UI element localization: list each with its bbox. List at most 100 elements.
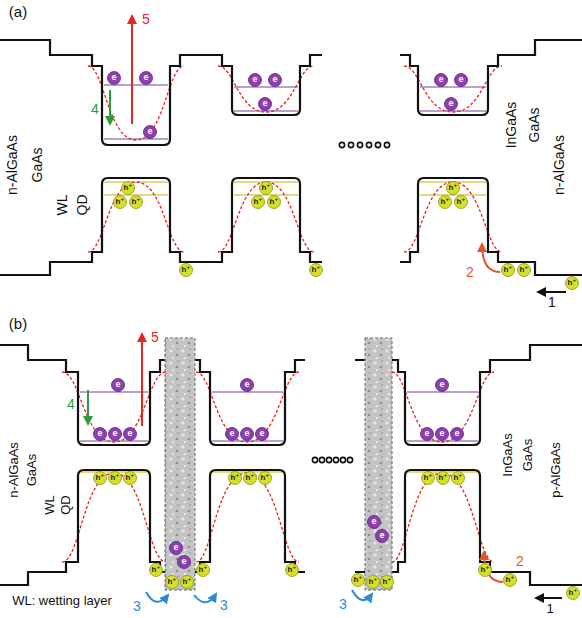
carrier-label: h⁺ bbox=[368, 578, 377, 587]
carrier-label: h⁺ bbox=[382, 578, 391, 587]
carrier-label: h⁺ bbox=[253, 198, 262, 207]
panel-label: (b) bbox=[9, 316, 27, 333]
hole bbox=[94, 472, 107, 485]
carrier-label: e bbox=[111, 73, 116, 83]
carrier-label: e bbox=[379, 531, 384, 541]
barrier-layer bbox=[165, 338, 392, 590]
hole bbox=[197, 564, 210, 577]
callout-number: 3 bbox=[133, 599, 141, 614]
electron bbox=[94, 428, 107, 441]
hole bbox=[455, 196, 468, 209]
electron bbox=[256, 428, 269, 441]
layer-label: QD bbox=[75, 195, 90, 216]
carrier-label: e bbox=[439, 380, 444, 390]
carrier-label: e bbox=[127, 429, 132, 439]
carrier-label: h⁺ bbox=[131, 198, 140, 207]
carrier-label: e bbox=[439, 429, 444, 439]
hole bbox=[367, 576, 380, 589]
wavefunction bbox=[62, 66, 502, 562]
electron bbox=[109, 428, 122, 441]
layer-label: n-AlGaAs bbox=[5, 135, 20, 195]
electron bbox=[170, 542, 183, 555]
hole bbox=[422, 472, 435, 485]
carrier-label: h⁺ bbox=[567, 279, 576, 288]
carrier-label: h⁺ bbox=[95, 474, 104, 483]
layer-label: InGaAs bbox=[501, 433, 515, 476]
carrier-label: e bbox=[259, 429, 264, 439]
carrier-label: h⁺ bbox=[453, 474, 462, 483]
hole bbox=[114, 196, 127, 209]
callout-number: 4 bbox=[91, 102, 99, 117]
hole bbox=[259, 472, 272, 485]
carrier-label: e bbox=[147, 127, 152, 137]
electron bbox=[421, 428, 434, 441]
callout-number: 1 bbox=[548, 295, 556, 310]
electron bbox=[451, 428, 464, 441]
carrier-label: h⁺ bbox=[230, 474, 239, 483]
callout-number: 2 bbox=[516, 554, 524, 569]
callout-number: 2 bbox=[466, 265, 474, 280]
hole-level bbox=[80, 182, 486, 472]
carrier-label: e bbox=[112, 429, 117, 439]
layer-label: InGaAs bbox=[504, 102, 519, 149]
band-edge bbox=[0, 40, 582, 585]
carrier-label: h⁺ bbox=[505, 576, 514, 585]
hole bbox=[518, 264, 531, 277]
carrier-label: h⁺ bbox=[287, 566, 296, 575]
process-arrow bbox=[88, 16, 566, 602]
electron bbox=[178, 556, 191, 569]
carrier-label: e bbox=[97, 429, 102, 439]
electron bbox=[241, 379, 254, 392]
callout-number: 3 bbox=[220, 598, 228, 613]
layer-label: QD bbox=[59, 495, 73, 515]
carrier-label: e bbox=[272, 75, 277, 85]
carrier-label: e bbox=[115, 380, 120, 390]
hole bbox=[381, 576, 394, 589]
electron bbox=[455, 74, 468, 87]
hole bbox=[150, 564, 163, 577]
electron bbox=[368, 516, 381, 529]
hole bbox=[229, 472, 242, 485]
panel-label: (a) bbox=[9, 4, 27, 21]
ellipsis bbox=[312, 142, 389, 462]
electron bbox=[436, 379, 449, 392]
hole bbox=[180, 264, 193, 277]
callout-number: 3 bbox=[339, 597, 347, 612]
carrier-label: h⁺ bbox=[182, 578, 191, 587]
hole bbox=[130, 196, 143, 209]
carrier-label: e bbox=[244, 380, 249, 390]
electron bbox=[144, 126, 157, 139]
electron bbox=[259, 98, 272, 111]
electron bbox=[376, 530, 389, 543]
hole bbox=[268, 196, 281, 209]
electron bbox=[436, 428, 449, 441]
carrier-label: e bbox=[438, 75, 443, 85]
carrier-label: e bbox=[229, 429, 234, 439]
electron bbox=[124, 428, 137, 441]
electron bbox=[112, 379, 125, 392]
hole bbox=[124, 472, 137, 485]
carrier-label: h⁺ bbox=[123, 184, 132, 193]
hole bbox=[252, 196, 265, 209]
hole bbox=[479, 564, 492, 577]
callout-number: 1 bbox=[546, 602, 553, 616]
carrier-label: e bbox=[173, 543, 178, 553]
electron bbox=[435, 74, 448, 87]
carrier-label: e bbox=[424, 429, 429, 439]
carrier-label: h⁺ bbox=[181, 266, 190, 275]
electron bbox=[108, 72, 121, 85]
hole bbox=[437, 472, 450, 485]
carrier-label: h⁺ bbox=[167, 578, 176, 587]
hole bbox=[260, 182, 273, 195]
electron bbox=[140, 72, 153, 85]
electron-level bbox=[80, 85, 486, 441]
carrier-label: h⁺ bbox=[503, 266, 512, 275]
hole bbox=[439, 196, 452, 209]
electron bbox=[249, 74, 262, 87]
layer-label: WL bbox=[55, 195, 70, 216]
layer-label: WL bbox=[43, 495, 57, 515]
hole bbox=[567, 587, 580, 600]
layer-label: GaAs bbox=[527, 107, 542, 142]
callout-number: 5 bbox=[142, 12, 150, 27]
